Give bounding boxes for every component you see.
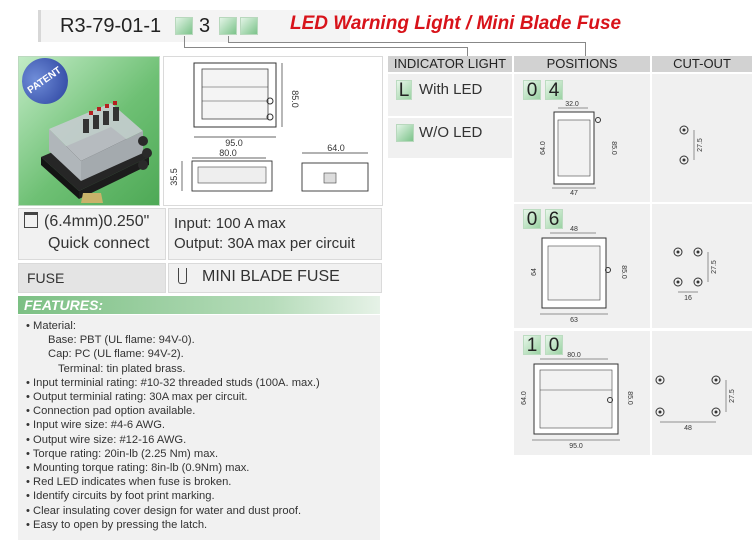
col-positions: POSITIONS [514, 56, 650, 72]
page-title: LED Warning Light / Mini Blade Fuse [290, 13, 622, 34]
cutout-row-10 [652, 331, 752, 455]
dim-04-top: 32.0 [565, 101, 579, 108]
feature-line: • Output wire size: #12-16 AWG. [26, 433, 187, 446]
dim-side-width: 64.0 [327, 143, 345, 153]
feature-line: • Red LED indicates when fuse is broken. [26, 476, 232, 489]
connect-type: Quick connect [48, 235, 150, 252]
position-digit: 1 [523, 335, 541, 356]
connector-line [585, 42, 586, 56]
feature-line: • Output terminial rating: 30A max per c… [26, 391, 248, 404]
product-photo [18, 56, 160, 206]
position-digit: 0 [523, 80, 541, 101]
cutout-10: 27.5 48 [655, 375, 736, 432]
feature-line: • Identify circuits by foot print markin… [26, 490, 215, 503]
part-number-mid: 3 [199, 15, 211, 37]
feature-line: Base: PBT (UL flame: 94V-0). [48, 334, 195, 347]
fuse-label-cell [18, 263, 166, 293]
col-cut-out: CUT-OUT [652, 56, 752, 72]
option-box-3 [240, 17, 258, 35]
position-digit: 0 [545, 335, 563, 356]
input-rating: Input: 100 A max [174, 215, 286, 232]
blade-fuse-icon [178, 268, 187, 284]
connector-line [228, 42, 585, 43]
feature-line: • Connection pad option available. [26, 405, 196, 418]
cutout-row-06 [652, 204, 752, 328]
dim-06-right: 85.0 [620, 265, 627, 279]
connector-line [184, 47, 467, 48]
dim-06-bottom: 63 [570, 317, 578, 324]
no-led-option-box [396, 124, 414, 142]
dim-10-left: 64.0 [521, 391, 528, 405]
feature-line: • Mounting torque rating: 8in-lb (0.9Nm)… [26, 462, 250, 475]
cut-04-v: 27.5 [697, 138, 704, 152]
dim-10-top: 80.0 [567, 352, 581, 359]
features-heading: FEATURES: [18, 296, 380, 314]
dim-06-top: 48 [570, 226, 578, 233]
dim-side-height: 35.5 [169, 168, 179, 186]
indicator-without-led: W/O LED [419, 124, 483, 141]
fuse-block-illustration [41, 101, 152, 203]
dim-04-bottom: 47 [570, 190, 578, 197]
connector-line [184, 36, 185, 48]
connector-line [228, 36, 229, 42]
drawing-10: 80.0 64.0 85.0 95.0 [521, 352, 633, 450]
feature-line: • Easy to open by pressing the latch. [26, 518, 208, 531]
drawing-04: 32.0 64.0 85.0 47 [540, 101, 617, 197]
dimension-drawing: 95.0 85.0 80.0 35.5 64.0 [163, 56, 383, 206]
connector-line [467, 47, 468, 56]
position-digit: 4 [545, 80, 563, 101]
connect-size: (6.4mm)0.250" [44, 213, 150, 230]
position-digit: 6 [545, 209, 563, 230]
cutout-row-04 [652, 74, 752, 202]
dim-10-bottom: 95.0 [569, 443, 583, 450]
option-box-2 [219, 17, 237, 35]
dim-06-left: 64 [531, 268, 538, 276]
connect-cell [18, 208, 166, 260]
feature-line: • Torque rating: 20in-lb (2.25 Nm) max. [26, 447, 219, 460]
header-bar [38, 10, 350, 42]
features-list: • Material: Base: PBT (UL flame: 94V-0).… [18, 315, 380, 540]
dim-04-right: 85.0 [610, 141, 617, 155]
dim-10-right: 85.0 [626, 391, 633, 405]
cut-06-h: 16 [684, 295, 692, 302]
feature-line: Cap: PC (UL flame: 94V-2). [48, 348, 184, 361]
dim-width: 95.0 [225, 138, 243, 148]
position-digit: 0 [523, 209, 541, 230]
dim-inner: 80.0 [219, 148, 237, 158]
dim-height: 85.0 [290, 90, 300, 108]
cut-06-v: 27.5 [711, 260, 718, 274]
fuse-label: FUSE [27, 270, 65, 286]
led-code-box: L [396, 80, 412, 101]
feature-line: • Clear insulating cover design for wate… [26, 504, 302, 517]
col-indicator-light: INDICATOR LIGHT [388, 56, 512, 72]
dim-04-left: 64.0 [540, 141, 547, 155]
fuse-value-cell [168, 263, 382, 293]
rating-cell [168, 208, 382, 260]
indicator-with-led: With LED [419, 81, 483, 98]
drawing-06: 48 64 85.0 63 [531, 226, 627, 324]
cut-10-v: 27.5 [729, 389, 736, 403]
feature-line: Terminal: tin plated brass. [58, 362, 186, 375]
option-box-1 [175, 17, 193, 35]
cutout-04: 27.5 [679, 125, 704, 165]
terminal-icon [24, 212, 38, 228]
feature-line: • Material: [26, 320, 76, 332]
feature-line: • Input wire size: #4-6 AWG. [26, 419, 166, 432]
cutout-06: 27.5 16 [673, 247, 718, 302]
feature-line: • Input terminial rating: #10-32 threade… [26, 376, 320, 389]
output-rating: Output: 30A max per circuit [174, 235, 355, 252]
cut-10-h: 48 [684, 425, 692, 432]
fuse-value: MINI BLADE FUSE [202, 268, 340, 285]
part-number-prefix: R3-79-01-1 [60, 15, 162, 37]
